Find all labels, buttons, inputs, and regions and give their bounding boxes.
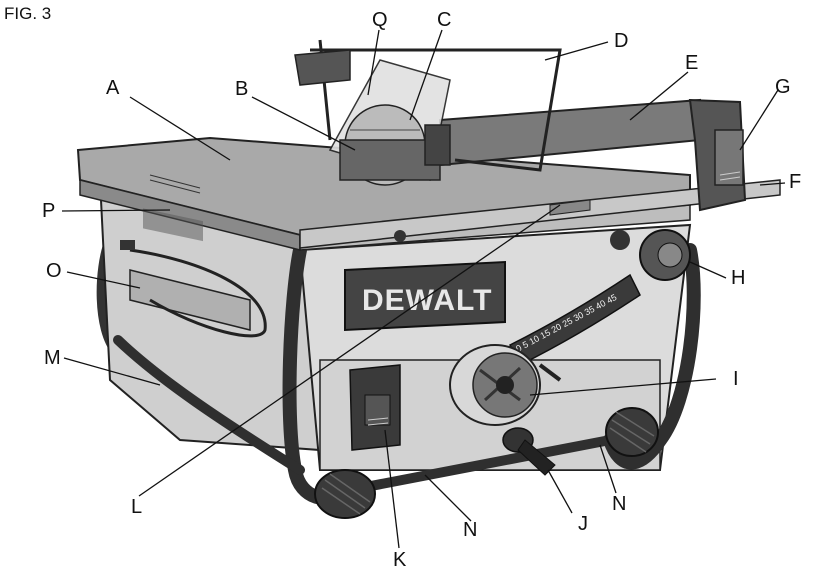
front-grip-right (605, 407, 659, 457)
callout-j: J (578, 513, 588, 535)
brand-plate: DEWALT (344, 260, 506, 332)
callout-l: L (131, 496, 143, 518)
callout-b: B (235, 78, 249, 100)
power-switch (349, 364, 401, 451)
callout-p: P (42, 200, 56, 222)
callout-m: M (44, 347, 61, 369)
callout-e: E (685, 52, 699, 74)
figure-title: FIG. 3 (4, 4, 52, 23)
callout-h: H (731, 267, 746, 289)
height-handwheel (449, 344, 562, 426)
front-rail (299, 179, 781, 249)
bevel-lock-lever (502, 427, 556, 476)
callout-q: Q (372, 9, 388, 31)
callout-g: G (775, 76, 791, 98)
front-grip-left (314, 469, 376, 519)
brand-label: DEWALT (362, 284, 492, 317)
callout-f: F (789, 171, 802, 193)
callout-i: I (733, 368, 739, 390)
callout-c: C (437, 9, 452, 31)
fence-adjust-knob (610, 229, 691, 281)
callout-o: O (46, 260, 62, 282)
callout-k: K (393, 549, 407, 571)
rip-fence (439, 98, 747, 212)
leader-lines (61, 29, 786, 549)
callout-n-left: N (463, 519, 478, 541)
power-cord-storage (120, 240, 267, 338)
callout-a: A (106, 77, 120, 99)
callout-d: D (614, 30, 629, 52)
callout-n-right: N (612, 493, 627, 515)
